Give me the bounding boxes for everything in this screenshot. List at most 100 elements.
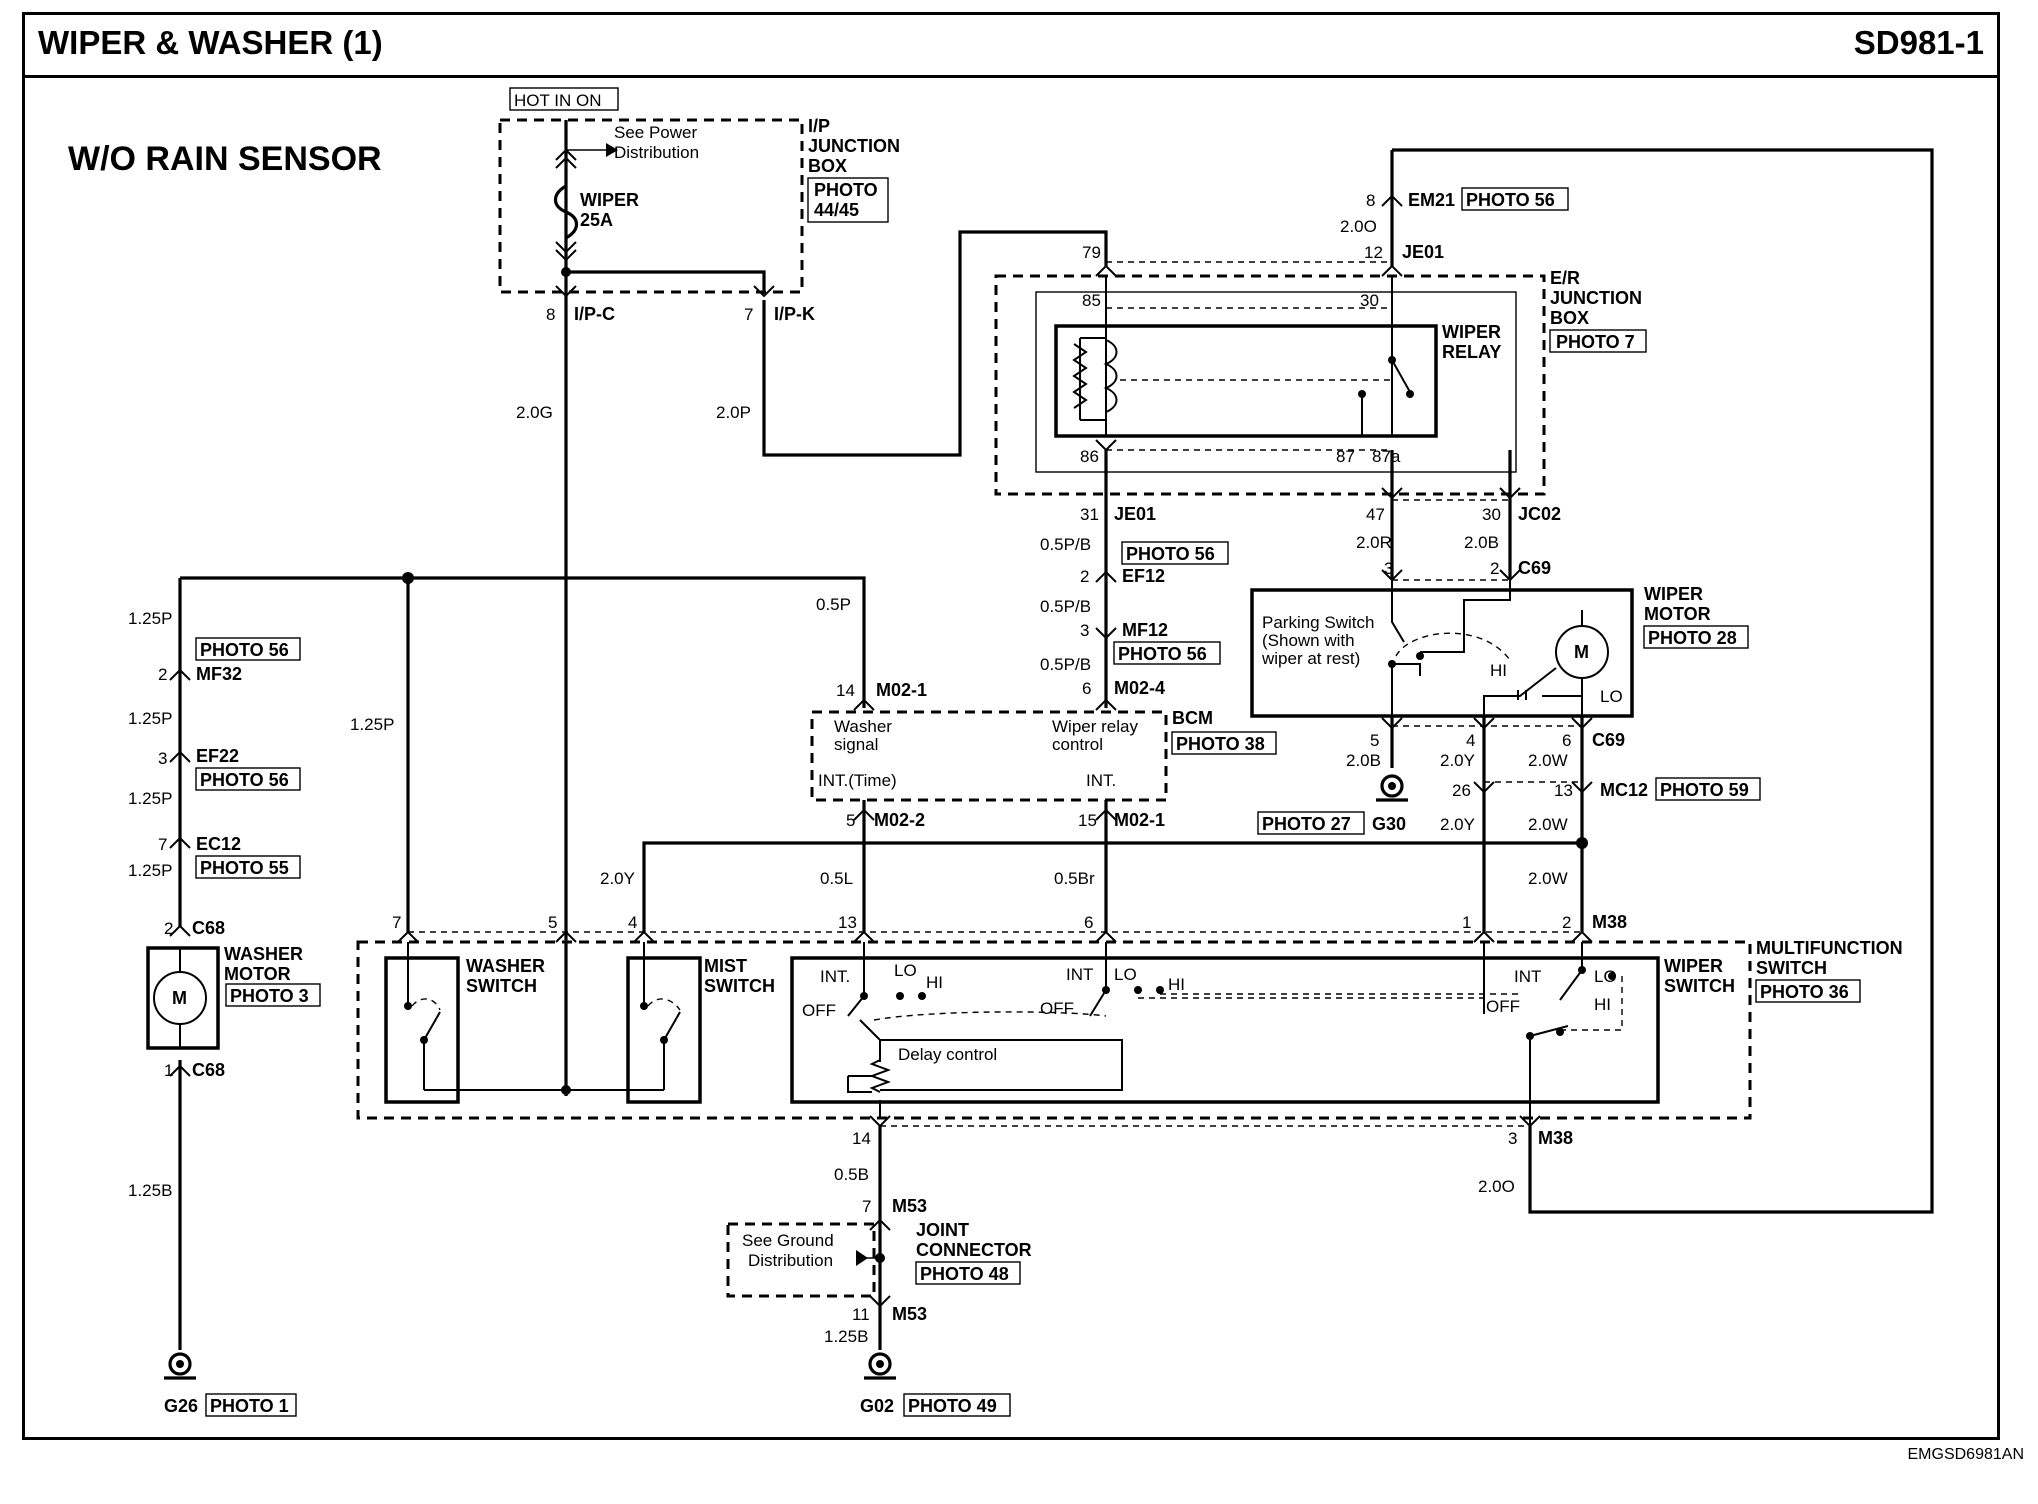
msw-pin7: 7 (392, 913, 401, 932)
jc02-pin47: 47 (1366, 505, 1385, 524)
er-box-line1: E/R (1550, 268, 1580, 288)
see-power-line1: See Power (614, 123, 697, 142)
fuse-rating: 25A (580, 210, 613, 230)
mc12-photo-box (1655, 777, 1761, 801)
motor-feed-wire-1: 1.25P (128, 609, 172, 628)
relay-ctrl-wire-2: 0.5P/B (1040, 597, 1091, 616)
wiper-switch-link-1 (873, 1011, 1107, 1021)
pin-87a: 87a (1372, 447, 1401, 466)
joint-photo-box (915, 1261, 1021, 1285)
relay-ctrl-wire-1: 0.5P/B (1040, 535, 1091, 554)
wiper-switch-int-contacts (847, 942, 881, 1118)
sw3-lo: LO (1594, 967, 1617, 986)
er-box-line2: JUNCTION (1550, 288, 1642, 308)
c68-pin2: 2 (164, 919, 173, 938)
photo-56c: PHOTO 56 (200, 640, 289, 660)
joint-connector-outline (726, 1222, 876, 1298)
m024-pin: 6 (1082, 679, 1091, 698)
m38-connector-2: M38 (1538, 1128, 1573, 1148)
je01-connector: JE01 (1402, 242, 1444, 262)
m38-pin3: 3 (1508, 1129, 1517, 1148)
bcm-washer-line2: signal (834, 735, 878, 754)
ef22-pin: 3 (158, 749, 167, 768)
wiper-switch-label2: SWITCH (1664, 976, 1735, 996)
motor-feed-wire-3: 1.25P (128, 789, 172, 808)
jc02-connector: JC02 (1518, 504, 1561, 524)
sw2-lo: LO (1114, 965, 1137, 984)
c69-pin4: 4 (1466, 731, 1475, 750)
jc02-dashes (1392, 499, 1510, 581)
motor-photo-box (1643, 625, 1749, 649)
m53-connector-2: M53 (892, 1304, 927, 1324)
m38-pin2: 2 (1562, 913, 1571, 932)
relay-label-1: WIPER (1442, 322, 1501, 342)
photo-56a-box (1121, 541, 1229, 565)
ef22-connector: EF22 (196, 746, 239, 766)
ipk-wire: 2.0P (716, 403, 751, 422)
em21-pin: 8 (1366, 191, 1375, 210)
wire-ipk-relay79 (762, 230, 1108, 457)
page-title: WIPER & WASHER (1) (38, 24, 383, 61)
multifunction-switch-outline (356, 940, 1752, 1120)
mc12-wire-y: 2.0Y (1440, 815, 1475, 834)
g02-photo-box (903, 1393, 1011, 1417)
sw3-hi: HI (1594, 995, 1611, 1014)
mf12-pin: 3 (1080, 621, 1089, 640)
washer-switch-link (411, 998, 441, 1011)
m53-pin7: 7 (862, 1197, 871, 1216)
pin-79: 79 (1082, 243, 1101, 262)
int-wire-br: 0.5Br (1054, 869, 1095, 888)
parking-switch-lead (1420, 580, 1511, 653)
diagram-frame (22, 12, 2000, 1440)
mf32-connector: MF32 (196, 664, 242, 684)
wiper-switch-cross-link (1138, 993, 1518, 999)
c69-wire-y: 2.0Y (1440, 751, 1475, 770)
je01-pin31: 31 (1080, 505, 1099, 524)
photo-56b: PHOTO 56 (1118, 644, 1207, 664)
joint-label2: CONNECTOR (916, 1240, 1032, 1260)
sw-off: OFF (802, 1001, 836, 1020)
c69-connector: C69 (1518, 558, 1551, 578)
ipc-pin: 8 (546, 305, 555, 324)
er-photo-box (1549, 329, 1647, 353)
m021a-pin: 14 (836, 681, 855, 700)
sw2-hi: HI (1168, 975, 1185, 994)
g26-ground-icon (168, 1352, 192, 1376)
sw3-off: OFF (1486, 997, 1520, 1016)
motor-hi: HI (1490, 661, 1507, 680)
er-photo: PHOTO 7 (1556, 332, 1635, 352)
washer-motor-box (146, 946, 220, 1050)
bcm-wiper-line2: control (1052, 735, 1103, 754)
wiper-motor-label1: WIPER (1644, 584, 1703, 604)
multi-photo-box (1755, 979, 1861, 1003)
ipk-connector: I/P-K (774, 304, 815, 324)
m022-connector: M02-2 (874, 810, 925, 830)
junction-dots (402, 267, 1588, 1263)
delay-control: Delay control (898, 1045, 997, 1064)
msw-pin14: 14 (852, 1129, 871, 1148)
wiper-switch-box (790, 956, 1660, 1104)
jc02-wire-r: 2.0R (1356, 533, 1392, 552)
gnd-wire-2: 1.25B (824, 1327, 868, 1346)
mf32-pin: 2 (158, 665, 167, 684)
washer-gnd-wire: 1.25B (128, 1181, 172, 1200)
m38-connector: M38 (1592, 912, 1627, 932)
washer-photo-box (225, 983, 321, 1007)
parking-line1: Parking Switch (1262, 613, 1374, 632)
mist-switch-label2: SWITCH (704, 976, 775, 996)
photo-56a: PHOTO 56 (1126, 544, 1215, 564)
ef12-pin: 2 (1080, 567, 1089, 586)
fuse-name: WIPER (580, 190, 639, 210)
jc02-pin30: 30 (1482, 505, 1501, 524)
em21-connector: EM21 (1408, 190, 1455, 210)
er-inner-outline (1035, 291, 1517, 473)
delay-control-leads (847, 1019, 881, 1093)
g02-label: G02 (860, 1396, 894, 1416)
parking-switch-ground-lead (1391, 663, 1421, 716)
bcm-outline (810, 710, 1168, 802)
ip-photo-line1: PHOTO (814, 180, 878, 200)
bcm-int-time: INT.(Time) (818, 771, 897, 790)
pin-86: 86 (1080, 447, 1099, 466)
photo-56d-box (195, 767, 301, 791)
motor-feed-wire-4: 1.25P (128, 861, 172, 880)
